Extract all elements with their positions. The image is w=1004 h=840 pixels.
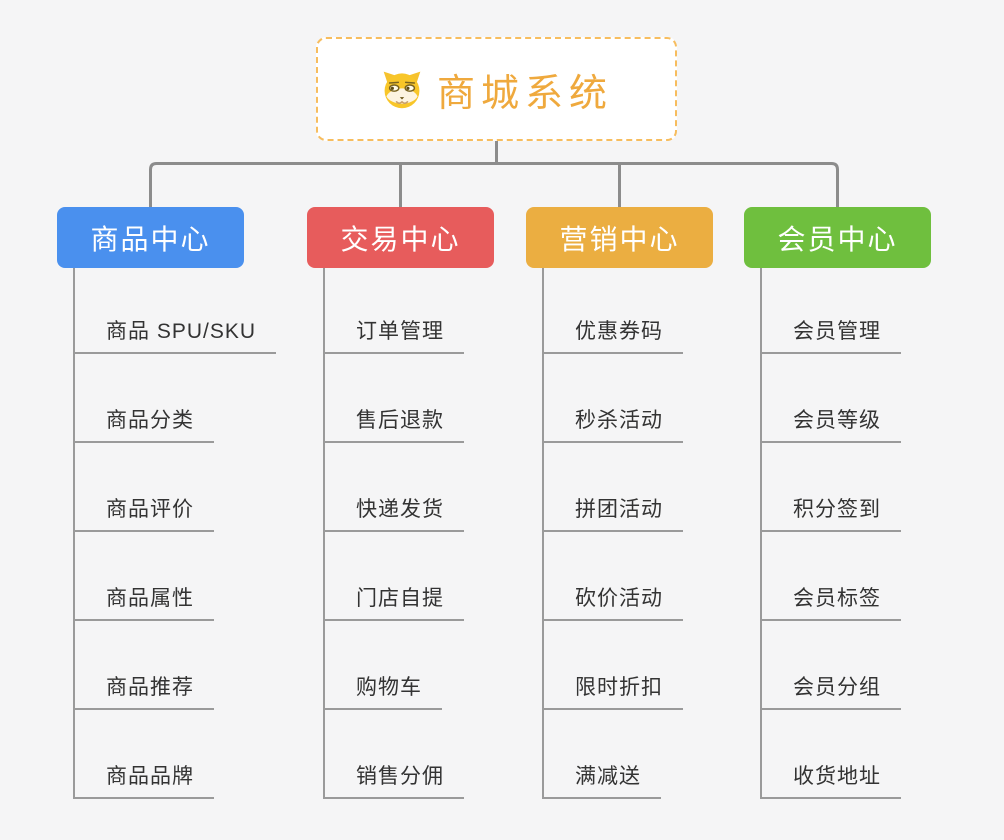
subtopic[interactable]: 会员管理 xyxy=(762,268,901,354)
subtopic-label: 会员分组 xyxy=(762,671,901,710)
branch-3-children: 优惠券码秒杀活动拼团活动砍价活动限时折扣满减送 xyxy=(542,268,683,799)
subtopic[interactable]: 会员分组 xyxy=(762,621,901,710)
branch-topic-1[interactable]: 商品中心 xyxy=(57,207,244,268)
subtopic[interactable]: 商品属性 xyxy=(75,532,276,621)
branch-2-children: 订单管理售后退款快递发货门店自提购物车销售分佣 xyxy=(323,268,464,799)
subtopic[interactable]: 秒杀活动 xyxy=(544,354,683,443)
subtopic[interactable]: 优惠券码 xyxy=(544,268,683,354)
subtopic[interactable]: 满减送 xyxy=(544,710,683,799)
subtopic[interactable]: 快递发货 xyxy=(325,443,464,532)
subtopic-label: 商品推荐 xyxy=(75,671,214,710)
subtopic[interactable]: 购物车 xyxy=(325,621,464,710)
connector-path xyxy=(151,141,838,207)
subtopic-label: 门店自提 xyxy=(325,582,464,621)
subtopic-label: 会员标签 xyxy=(762,582,901,621)
subtopic-label: 秒杀活动 xyxy=(544,404,683,443)
subtopic-label: 砍价活动 xyxy=(544,582,683,621)
branch-1-children: 商品 SPU/SKU 商品分类商品评价商品属性商品推荐商品品牌 xyxy=(73,268,276,799)
subtopic-label: 会员管理 xyxy=(762,315,901,354)
subtopic-label: 会员等级 xyxy=(762,404,901,443)
root-topic-label: 商城系统 xyxy=(437,62,613,117)
dog-face-icon xyxy=(380,67,424,111)
subtopic-label: 商品属性 xyxy=(75,582,214,621)
subtopic[interactable]: 订单管理 xyxy=(325,268,464,354)
subtopic[interactable]: 商品推荐 xyxy=(75,621,276,710)
branch-topic-4[interactable]: 会员中心 xyxy=(744,207,931,268)
subtopic-label: 满减送 xyxy=(544,760,661,799)
branch-topic-label: 商品中心 xyxy=(90,218,210,258)
subtopic[interactable]: 售后退款 xyxy=(325,354,464,443)
root-topic[interactable]: 商城系统 xyxy=(316,37,677,141)
subtopic[interactable]: 销售分佣 xyxy=(325,710,464,799)
branch-topic-3[interactable]: 营销中心 xyxy=(526,207,713,268)
subtopic[interactable]: 限时折扣 xyxy=(544,621,683,710)
subtopic-label: 积分签到 xyxy=(762,493,901,532)
subtopic-label: 订单管理 xyxy=(325,315,464,354)
subtopic[interactable]: 会员标签 xyxy=(762,532,901,621)
subtopic-label: 快递发货 xyxy=(325,493,464,532)
branch-topic-label: 营销中心 xyxy=(559,218,679,258)
subtopic-label: 售后退款 xyxy=(325,404,464,443)
subtopic-label: 销售分佣 xyxy=(325,760,464,799)
branch-4-children: 会员管理会员等级积分签到会员标签会员分组收货地址 xyxy=(760,268,901,799)
subtopic[interactable]: 门店自提 xyxy=(325,532,464,621)
subtopic[interactable]: 商品品牌 xyxy=(75,710,276,799)
subtopic-label: 拼团活动 xyxy=(544,493,683,532)
subtopic[interactable]: 拼团活动 xyxy=(544,443,683,532)
subtopic-label: 优惠券码 xyxy=(544,315,683,354)
subtopic-label: 限时折扣 xyxy=(544,671,683,710)
subtopic-label: 购物车 xyxy=(325,671,442,710)
subtopic-label: 商品评价 xyxy=(75,493,214,532)
subtopic[interactable]: 收货地址 xyxy=(762,710,901,799)
branch-topic-2[interactable]: 交易中心 xyxy=(307,207,494,268)
subtopic-label: 商品 SPU/SKU xyxy=(75,315,276,354)
subtopic[interactable]: 会员等级 xyxy=(762,354,901,443)
subtopic-label: 商品品牌 xyxy=(75,760,214,799)
branch-topic-label: 交易中心 xyxy=(340,218,460,258)
subtopic[interactable]: 商品评价 xyxy=(75,443,276,532)
subtopic-label: 收货地址 xyxy=(762,760,901,799)
subtopic[interactable]: 商品 SPU/SKU xyxy=(75,268,276,354)
subtopic[interactable]: 积分签到 xyxy=(762,443,901,532)
subtopic-label: 商品分类 xyxy=(75,404,214,443)
branch-topic-label: 会员中心 xyxy=(777,218,897,258)
subtopic[interactable]: 砍价活动 xyxy=(544,532,683,621)
subtopic[interactable]: 商品分类 xyxy=(75,354,276,443)
